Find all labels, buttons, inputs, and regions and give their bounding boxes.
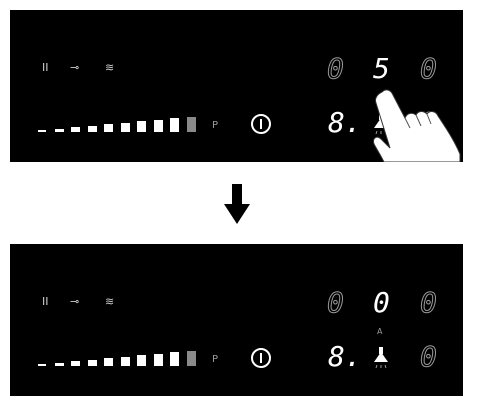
pause-icon[interactable]: II xyxy=(42,295,49,308)
slider-segment[interactable] xyxy=(54,363,64,366)
slider-segment[interactable] xyxy=(120,357,130,366)
slider-segment[interactable] xyxy=(104,358,113,366)
cooktop-panel-after: II ⊸ ≋ 0 0 0 A 8. 0 P xyxy=(10,244,463,396)
slider-segment[interactable] xyxy=(38,364,46,366)
p-label: P xyxy=(212,354,219,365)
slider-segment[interactable] xyxy=(186,351,196,366)
slider-segment[interactable] xyxy=(87,126,97,132)
slider-segment[interactable] xyxy=(137,121,146,132)
arrow-down-icon xyxy=(224,184,250,224)
slider-segment[interactable] xyxy=(186,117,196,132)
digit-center: 5 xyxy=(373,52,390,85)
hand-pointer-icon xyxy=(373,89,461,162)
digit-center: 0 xyxy=(373,286,390,319)
lock-icon[interactable]: ⊸ xyxy=(70,295,80,308)
hood-fan-icon[interactable] xyxy=(371,346,391,370)
p-label: P xyxy=(212,120,219,131)
power-button[interactable] xyxy=(251,114,271,134)
digit-right: 0 xyxy=(420,286,438,319)
digit-right: 0 xyxy=(420,52,438,85)
pause-icon[interactable]: II xyxy=(42,61,49,74)
digit-level: 8. xyxy=(328,106,362,139)
slider-segment[interactable] xyxy=(153,120,163,132)
heat-icon[interactable]: ≋ xyxy=(105,295,115,308)
digit-left: 0 xyxy=(327,286,345,319)
digit-timer: 0 xyxy=(420,340,438,373)
cooktop-panel-before: II ⊸ ≋ 0 5 0 A 8. 0 P xyxy=(10,10,463,162)
auto-label: A xyxy=(377,327,383,336)
digit-left: 0 xyxy=(327,52,345,85)
power-button[interactable] xyxy=(251,348,271,368)
slider-segment[interactable] xyxy=(54,129,64,132)
slider-segment[interactable] xyxy=(137,355,146,366)
slider-segment[interactable] xyxy=(170,352,179,366)
heat-icon[interactable]: ≋ xyxy=(105,61,115,74)
digit-level: 8. xyxy=(328,340,362,373)
slider-segment[interactable] xyxy=(170,118,179,132)
slider-segment[interactable] xyxy=(87,360,97,366)
slider-segment[interactable] xyxy=(71,361,80,366)
slider-segment[interactable] xyxy=(38,130,46,132)
slider-segment[interactable] xyxy=(71,127,80,132)
slider-segment[interactable] xyxy=(153,354,163,366)
lock-icon[interactable]: ⊸ xyxy=(70,61,80,74)
slider-segment[interactable] xyxy=(104,124,113,132)
slider-segment[interactable] xyxy=(120,123,130,132)
